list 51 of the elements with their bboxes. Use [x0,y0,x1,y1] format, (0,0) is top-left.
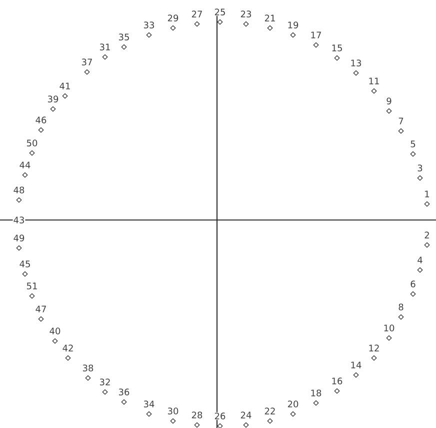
point-label: 3 [416,164,424,172]
point-label: 22 [264,407,276,415]
point-label: 36 [118,388,130,396]
point-label: 10 [382,324,396,332]
point-label: 31 [98,43,112,51]
point-label: 27 [190,10,204,18]
point-label: 45 [18,260,32,268]
point-label: 23 [240,10,252,18]
point-label: 9 [386,97,392,105]
point-label: 2 [424,231,430,239]
point-label: 34 [142,400,156,408]
point-label: 41 [58,82,72,90]
point-label: 44 [18,161,32,169]
point-label: 42 [62,344,74,352]
point-label: 7 [398,117,404,125]
point-label: 30 [166,407,180,415]
point-label: 29 [166,14,180,22]
point-label: 48 [12,186,26,194]
point-label: 13 [350,59,362,67]
point-label: 26 [214,412,226,420]
point-label: 14 [350,361,362,369]
point-label: 15 [330,44,344,52]
point-label: 38 [82,364,94,372]
point-label: 33 [142,21,156,29]
point-label: 47 [34,305,48,313]
point-label: 11 [368,77,380,85]
point-label: 20 [286,400,300,408]
point-label: 5 [410,140,416,148]
point-label: 19 [286,21,300,29]
point-label: 35 [118,33,130,41]
point-label: 32 [98,378,112,386]
point-label: 51 [26,282,38,290]
point-label: 18 [310,389,322,397]
point-label: 16 [330,377,344,385]
point-label: 21 [264,14,276,22]
point-label: 39 [46,95,60,103]
point-label: 24 [240,411,252,419]
point-label: 50 [26,139,38,147]
point-label: 40 [48,327,62,335]
point-label: 49 [12,234,26,242]
point-label: 43 [12,216,26,224]
point-label: 8 [398,303,404,311]
point-label: 17 [310,31,322,39]
point-label: 6 [410,280,416,288]
point-label: 28 [190,411,204,419]
point-label: 1 [424,190,430,198]
point-label: 12 [368,344,380,352]
point-label: 4 [416,256,424,264]
point-label: 46 [34,116,48,124]
point-label: 37 [80,58,94,66]
point-label: 25 [214,8,226,16]
